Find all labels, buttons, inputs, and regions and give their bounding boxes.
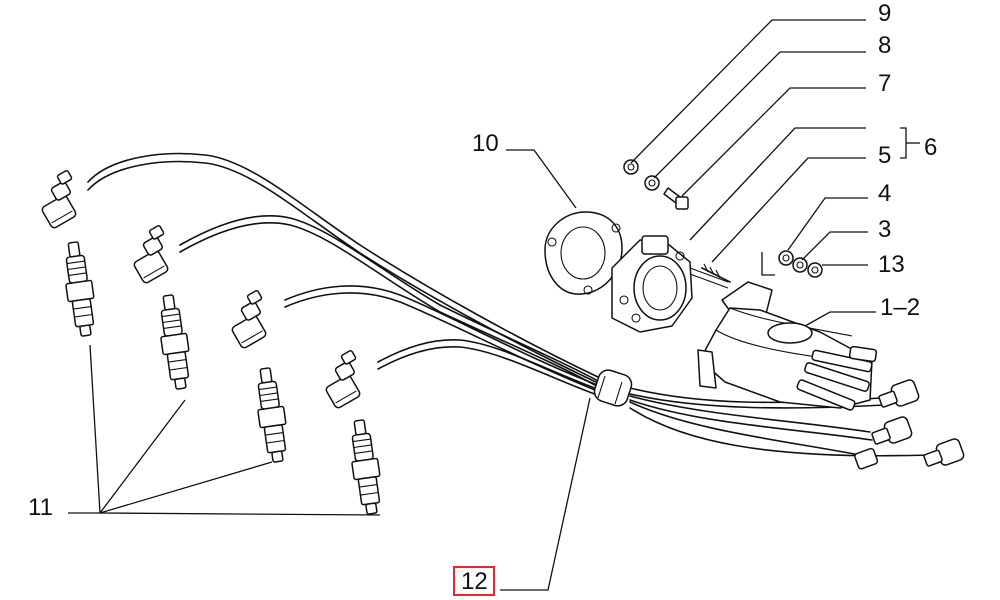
callout-9: 9 — [878, 0, 892, 27]
callout-4: 4 — [878, 180, 892, 207]
callout-12: 12 — [461, 568, 488, 595]
callout-13: 13 — [878, 251, 905, 278]
nut-washer-group-right — [778, 250, 823, 278]
callout-8: 8 — [878, 32, 892, 59]
callout-3: 3 — [878, 216, 892, 243]
callout-10: 10 — [472, 130, 499, 157]
plug-boots — [41, 170, 965, 470]
gasket — [544, 211, 623, 295]
stud — [701, 263, 731, 283]
callout-6: 6 — [924, 134, 938, 161]
ignition-lead-harness — [87, 152, 931, 457]
nut-washer-bolt-group — [623, 159, 689, 210]
highlight-box-callout-12 — [453, 566, 495, 596]
callout-11: 11 — [28, 494, 53, 521]
callout-7: 7 — [878, 70, 892, 97]
callout-leaders — [68, 19, 920, 591]
callout-5: 5 — [878, 142, 892, 169]
distributor — [697, 281, 878, 411]
distributor-flange — [611, 235, 729, 333]
callout-1-2: 1–2 — [880, 294, 921, 321]
spark-plugs — [65, 241, 381, 515]
